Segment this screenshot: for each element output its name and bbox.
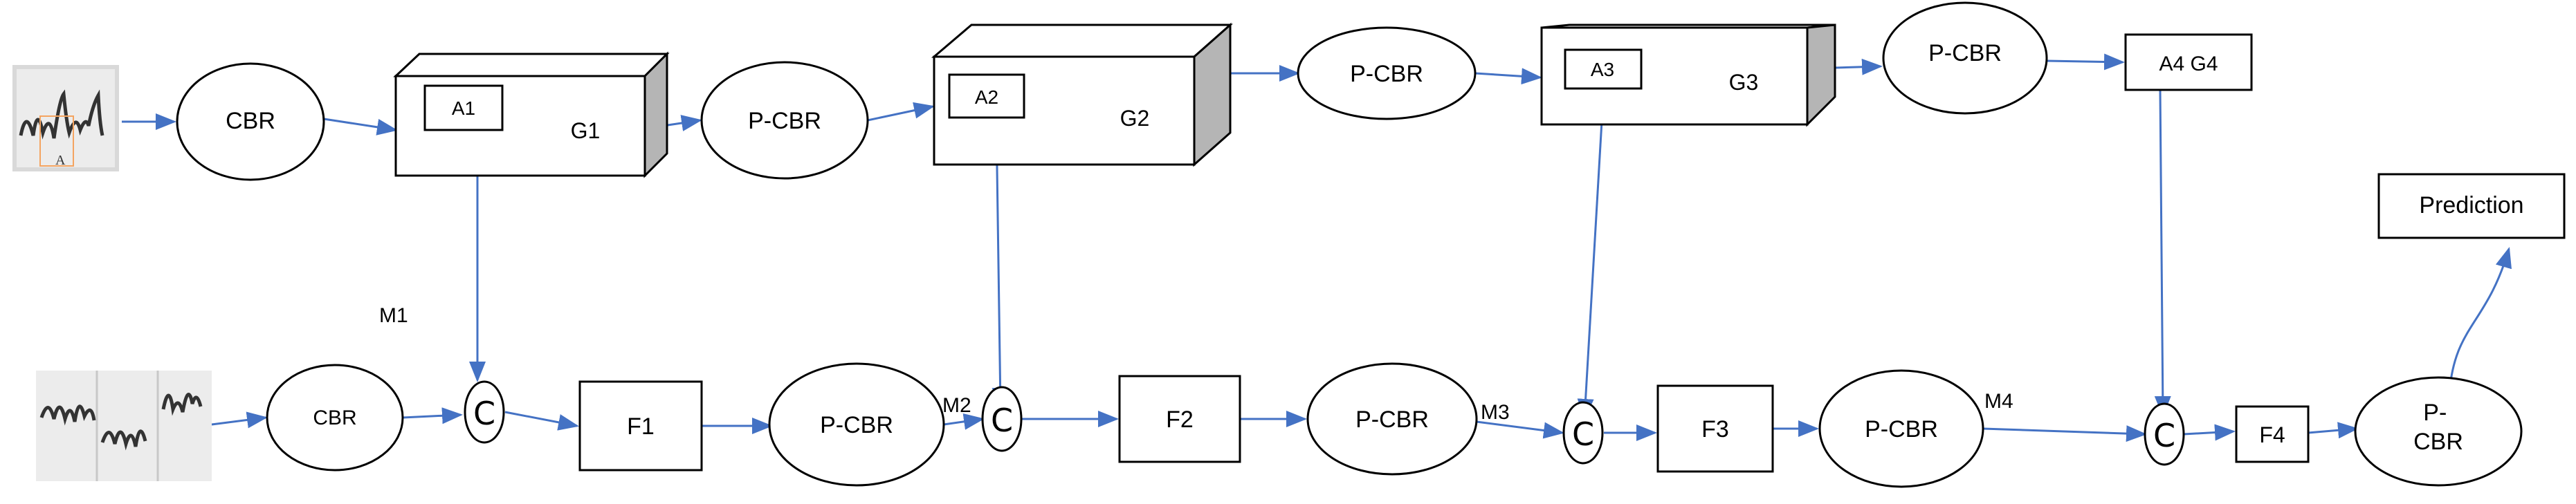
edge-pcbr3-to-g4 bbox=[2046, 53, 2125, 71]
g2-cube: A2 G2 bbox=[931, 22, 1233, 167]
edge-pcbr1-to-g2 bbox=[867, 102, 935, 122]
cbr-bottom-label: CBR bbox=[313, 407, 356, 429]
prediction-box: Prediction bbox=[2377, 173, 2566, 239]
g2-label: G2 bbox=[1120, 106, 1150, 131]
concat-node-1: C bbox=[464, 380, 505, 444]
a2-box bbox=[948, 73, 1025, 119]
edge-concat4-to-f4 bbox=[2183, 424, 2236, 441]
f4-box: F4 bbox=[2235, 405, 2310, 463]
edge-pcbr-b3-to-concat4 bbox=[1982, 425, 2147, 442]
cbr-top-node: CBR bbox=[176, 62, 325, 181]
input-image-top: A bbox=[12, 65, 119, 171]
pcbr-top-2-label: P-CBR bbox=[1350, 61, 1423, 87]
pcbr-final-node: P- CBR bbox=[2354, 376, 2523, 487]
pcbr-bottom-3-label: P-CBR bbox=[1865, 416, 1938, 442]
pcbr-bottom-3-node: P-CBR bbox=[1818, 369, 1984, 488]
a1-box bbox=[423, 84, 504, 131]
edge-cbr-to-concat1 bbox=[402, 407, 463, 424]
concat-node-3: C bbox=[1562, 401, 1604, 465]
pcbr-top-2-node: P-CBR bbox=[1297, 26, 1477, 120]
f2-box: F2 bbox=[1118, 375, 1241, 463]
f1-label: F1 bbox=[627, 413, 655, 440]
pcbr-top-3-label: P-CBR bbox=[1928, 40, 2002, 66]
edge-pcbr-b1-to-concat2 bbox=[943, 413, 985, 430]
svg-text:A: A bbox=[55, 153, 66, 168]
pcbr-final-label: P- CBR bbox=[2413, 400, 2463, 455]
pcbr-top-1-label: P-CBR bbox=[748, 108, 821, 134]
concat-2-label: C bbox=[991, 402, 1013, 439]
g3-cube: A3 G3 bbox=[1540, 24, 1836, 127]
pcbr-bottom-2-label: P-CBR bbox=[1355, 407, 1429, 433]
edge-cbr-to-g1 bbox=[323, 118, 398, 136]
edge-patches-to-cbr-bottom bbox=[211, 411, 268, 429]
f4-label: F4 bbox=[2259, 422, 2285, 447]
cbr-bottom-node: CBR bbox=[266, 364, 404, 472]
merge-label-m2: M2 bbox=[942, 394, 971, 417]
pcbr-top-3-node: P-CBR bbox=[1882, 1, 2048, 115]
pcbr-final-line-1: P- bbox=[2423, 400, 2447, 426]
g1-label: G1 bbox=[571, 118, 601, 143]
merge-label-m3: M3 bbox=[1481, 401, 1510, 424]
a3-box bbox=[1564, 48, 1643, 90]
concat-3-label: C bbox=[1572, 416, 1594, 453]
pcbr-final-line-2: CBR bbox=[2413, 429, 2463, 455]
f2-label: F2 bbox=[1166, 407, 1194, 433]
g4-box: A4 G4 bbox=[2124, 33, 2253, 91]
pcbr-top-1-node: P-CBR bbox=[700, 61, 869, 180]
merge-label-m1: M1 bbox=[379, 304, 408, 327]
g3-label: G3 bbox=[1729, 70, 1759, 95]
input-image-bottom bbox=[36, 371, 212, 481]
a3-label: A3 bbox=[1591, 59, 1614, 80]
cbr-top-label: CBR bbox=[226, 108, 275, 134]
edges bbox=[122, 53, 2512, 442]
a2-label: A2 bbox=[975, 86, 998, 108]
edge-g4-to-concat4 bbox=[2154, 89, 2171, 417]
edge-concat1-to-f1 bbox=[504, 411, 579, 431]
f3-box: F3 bbox=[1656, 384, 1774, 473]
f1-box: F1 bbox=[578, 380, 703, 472]
f3-label: F3 bbox=[1701, 416, 1729, 442]
edge-a3-to-concat3 bbox=[1577, 85, 1605, 420]
pcbr-bottom-1-label: P-CBR bbox=[820, 412, 893, 438]
g4-box-label: A4 G4 bbox=[2159, 53, 2218, 75]
merge-label-m4: M4 bbox=[1984, 390, 2013, 413]
concat-1-label: C bbox=[473, 395, 495, 432]
concat-node-2: C bbox=[981, 386, 1023, 452]
edge-a2-to-concat2 bbox=[992, 120, 1009, 409]
pcbr-bottom-1-node: P-CBR bbox=[768, 362, 945, 487]
concat-node-4: C bbox=[2144, 402, 2185, 466]
prediction-label: Prediction bbox=[2419, 192, 2523, 218]
concat-4-label: C bbox=[2153, 417, 2175, 454]
edge-g3-to-pcbr3 bbox=[1834, 58, 1883, 75]
edge-pcbr-final-to-prediction bbox=[2448, 247, 2512, 393]
g1-cube: A1 G1 bbox=[393, 51, 670, 178]
edge-pcbr2-to-g3 bbox=[1474, 68, 1542, 85]
a1-label: A1 bbox=[452, 97, 475, 119]
edge-f4-to-pcbr-final bbox=[2308, 422, 2359, 439]
edge-pcbr-b2-to-concat3 bbox=[1476, 420, 1564, 439]
pcbr-bottom-2-node: P-CBR bbox=[1306, 362, 1478, 476]
